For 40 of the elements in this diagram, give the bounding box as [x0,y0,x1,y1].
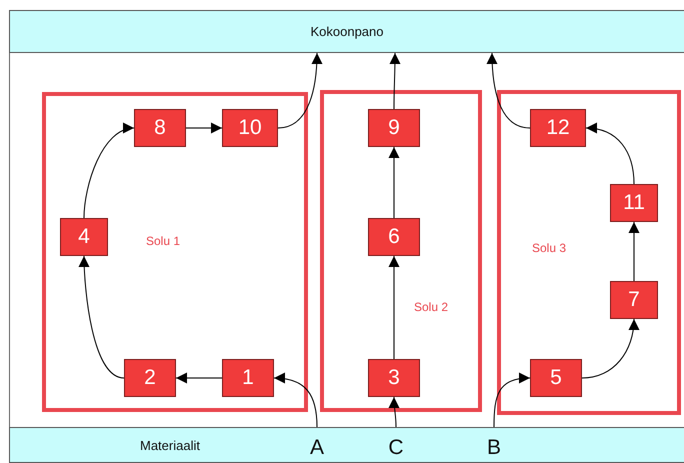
process-band [9,427,684,463]
process-box: 3 [368,359,420,397]
input-letter: C [384,427,408,460]
arrow [84,124,134,218]
cell-label: Solu 2 [414,300,448,314]
arrow [186,122,222,134]
process-box: 11 [610,184,658,222]
arrow [78,256,124,378]
process-box: 1 [222,359,274,397]
process-box: 9 [368,109,420,147]
process-box: 2 [124,359,176,397]
cell-frame [42,92,308,412]
arrow [388,396,400,428]
arrow [586,123,634,184]
process-box: 7 [610,281,658,319]
cell-label: Solu 1 [146,234,180,248]
arrow [388,256,400,360]
band-label: Materiaalit [140,438,200,453]
arrow [274,373,318,428]
cell-label: Solu 3 [532,241,566,255]
input-letter: A [305,427,329,460]
arrow [628,222,640,282]
process-box: 5 [530,359,582,397]
arrow [278,52,322,128]
arrow [494,373,530,428]
process-box: 10 [222,109,278,147]
cell-frame [497,90,681,415]
cell-frame [320,90,482,412]
band-label: Kokoonpano [310,24,384,39]
process-band [9,10,684,53]
arrow [176,372,222,384]
input-letter: B [482,427,506,460]
arrow [388,146,400,218]
process-box: 12 [530,109,586,147]
arrow [389,52,400,110]
arrow [582,318,639,378]
process-box: 8 [134,109,186,147]
process-box: 4 [60,218,108,256]
process-box: 6 [368,218,420,256]
arrow [486,52,530,128]
